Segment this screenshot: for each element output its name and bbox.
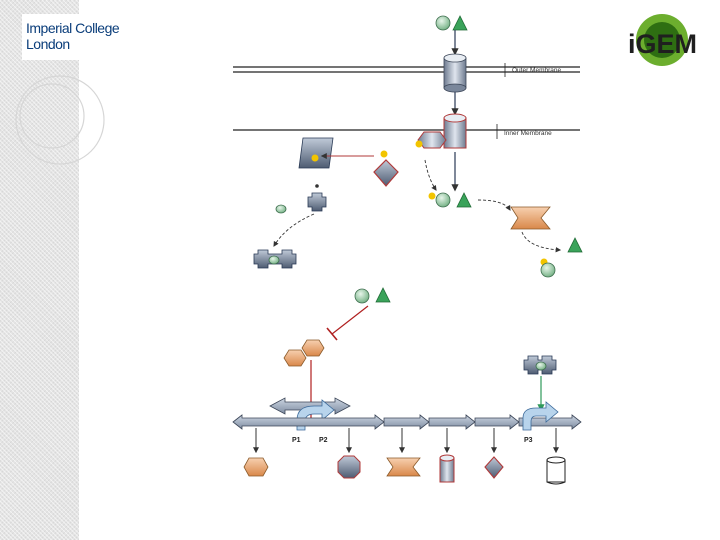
- cleaved-products: [540, 237, 583, 278]
- outer-membrane-channel: [443, 53, 467, 116]
- logo-line-2: London: [26, 36, 70, 52]
- igem-logo: iGEM: [628, 14, 697, 66]
- igem-logo-text: iGEM: [628, 29, 697, 59]
- decorative-sidebar: [0, 0, 79, 540]
- promoter-p3-label: P3: [524, 437, 533, 444]
- cross-protein: [273, 184, 327, 247]
- receptor-complex: [424, 159, 472, 208]
- inner-membrane-label: Inner Membrane: [504, 130, 552, 137]
- inner-membrane: Inner Membrane: [233, 124, 580, 139]
- activator-complex: [523, 355, 557, 412]
- orange-chevron-enzyme: [477, 199, 562, 253]
- gene-construct: P1 P2 P3: [232, 397, 582, 454]
- imperial-college-logo: Imperial College London: [22, 14, 140, 60]
- bound-complex-left: [253, 249, 297, 269]
- red-diamond-protein: [373, 150, 399, 187]
- promoter-p2-label: P2: [319, 437, 328, 444]
- trapezoid-enzyme: [298, 137, 374, 169]
- inhibitor-molecule: [326, 287, 391, 341]
- inner-membrane-transporter: [415, 113, 467, 192]
- signal-molecule-top: [435, 15, 468, 56]
- outer-membrane: Outer Membrane: [233, 63, 580, 77]
- repressor-dimer: [283, 339, 325, 418]
- logo-line-1: Imperial College: [26, 20, 120, 36]
- outer-membrane-label: Outer Membrane: [512, 67, 562, 74]
- promoter-p1-label: P1: [292, 437, 301, 444]
- decorative-arcs: [15, 75, 105, 165]
- gene-products: [243, 454, 566, 485]
